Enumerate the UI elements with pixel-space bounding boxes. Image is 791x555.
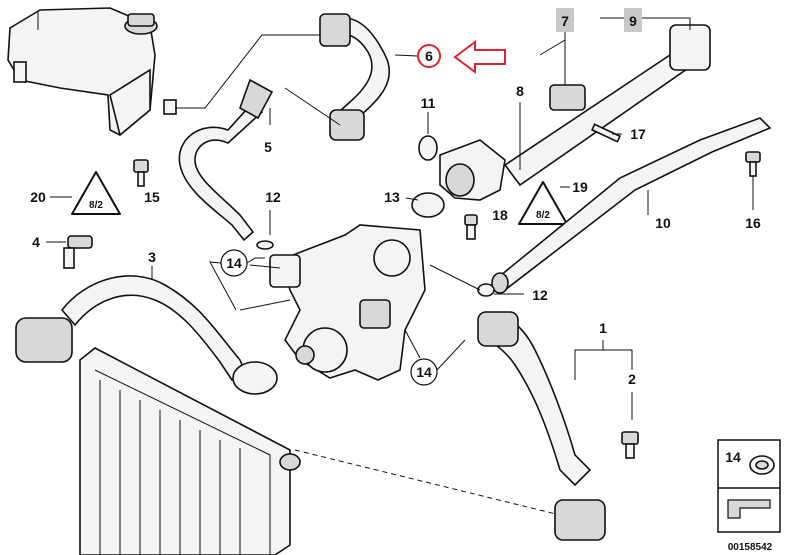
leader-tank <box>175 34 320 109</box>
sensor-18 <box>464 214 478 240</box>
hose-3 <box>15 275 278 395</box>
label-16: 16 <box>745 215 761 231</box>
label-10: 10 <box>655 215 671 231</box>
label-2: 2 <box>628 371 636 387</box>
label-7-box <box>556 8 574 32</box>
label-11: 11 <box>421 95 436 111</box>
hose-6 <box>319 13 391 141</box>
label-6: 6 <box>425 48 433 64</box>
label-18: 18 <box>492 207 508 223</box>
label-1: 1 <box>599 320 607 336</box>
label-15: 15 <box>144 189 160 205</box>
svg-text:8/2: 8/2 <box>89 200 103 211</box>
footer-code: 00158542 <box>728 542 773 553</box>
label-20: 20 <box>30 189 46 205</box>
arrow-icon <box>453 40 506 74</box>
bolt-16 <box>745 151 761 177</box>
coolant-pipe-7 <box>503 24 711 187</box>
gasket-13 <box>411 192 445 218</box>
svg-text:8/2: 8/2 <box>536 210 550 221</box>
coolant-pipe-10 <box>491 117 772 294</box>
screw-2 <box>621 431 639 459</box>
label-14b: 14 <box>416 364 432 380</box>
label-3: 3 <box>148 249 156 265</box>
label-14a: 14 <box>226 255 242 271</box>
thermostat-housing <box>439 139 506 201</box>
label-13: 13 <box>384 189 400 205</box>
leader-6 <box>394 54 419 57</box>
legend-panel <box>717 439 781 533</box>
legend-label-14: 14 <box>725 449 741 465</box>
label-5: 5 <box>264 139 272 155</box>
label-9-box <box>624 8 642 32</box>
label-17: 17 <box>630 126 646 142</box>
warning-triangle-20: 8/2 <box>71 171 121 215</box>
highlight-circle <box>417 44 441 68</box>
hose-1 <box>477 311 606 541</box>
label-7: 7 <box>561 13 569 29</box>
label-12a: 12 <box>265 189 281 205</box>
radiator <box>79 347 301 555</box>
label-8: 8 <box>516 83 524 99</box>
expansion-tank <box>7 7 177 137</box>
bleed-screw-15 <box>133 159 149 187</box>
warning-triangle-19: 8/2 <box>518 181 568 225</box>
o-ring-12 <box>477 283 495 297</box>
label-9: 9 <box>629 13 637 29</box>
sensor-4 <box>63 235 93 269</box>
label-19: 19 <box>572 179 588 195</box>
water-pump <box>269 224 426 381</box>
bolt-17 <box>590 123 622 143</box>
label-4: 4 <box>32 234 40 250</box>
label-12b: 12 <box>532 287 548 303</box>
o-ring-11 <box>418 135 438 161</box>
hose-5 <box>178 78 274 242</box>
